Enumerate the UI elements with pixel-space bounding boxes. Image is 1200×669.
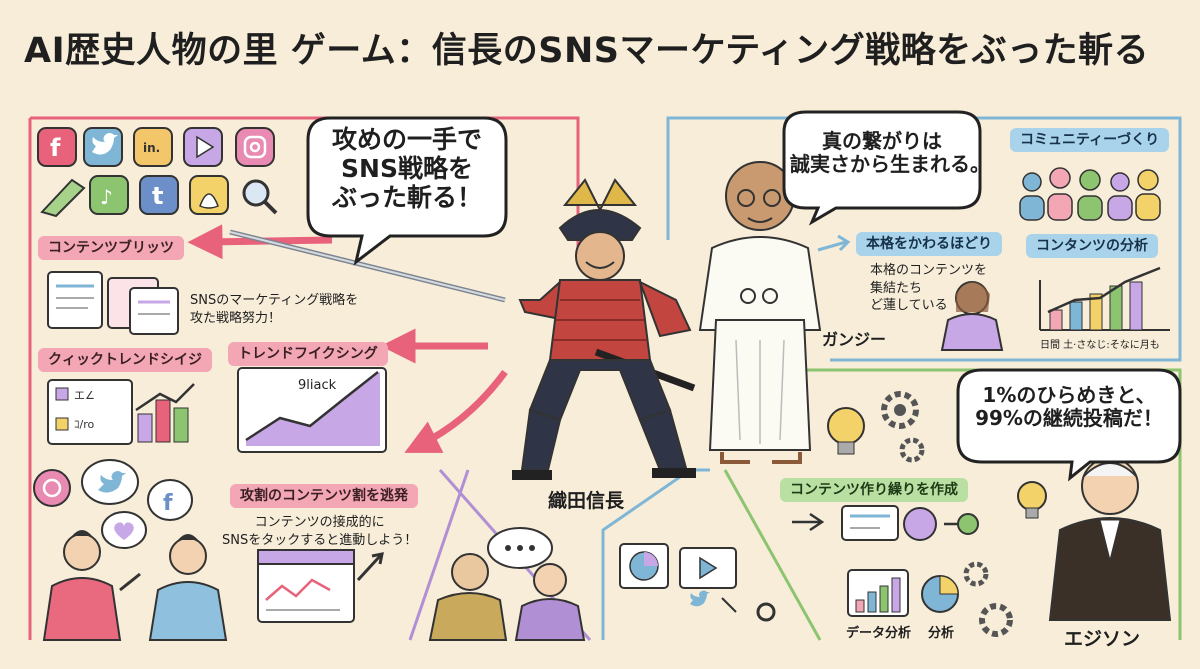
contents-note-line-1: SNSのマーケティング戦略を — [190, 293, 359, 308]
samurai-figures-bottom-left — [42, 530, 228, 641]
tag-honkaku: 本格をかわるほどり — [856, 232, 1002, 256]
attack-note-line-1: コンテンツの接成的に — [254, 515, 385, 530]
facebook-icon — [37, 127, 77, 167]
woman-figure — [940, 281, 1004, 351]
tag-analysis: コンタンツの分析 — [1026, 234, 1158, 258]
edison-illustration — [963, 457, 1172, 637]
edison-panel-border — [790, 368, 1182, 640]
gandhi-speech-line-1: 真の繋がりは — [822, 129, 942, 153]
linkedin-icon — [133, 127, 173, 167]
trend-chart-label: 9liack — [298, 378, 337, 393]
svg-text:♪: ♪ — [100, 185, 113, 209]
attack-note: コンテンツの接成的に SNSをタックすると進動しよう！ — [222, 514, 417, 549]
honkaku-note-line-3: ど蓮している — [870, 298, 948, 314]
analysis-bar-chart-icon — [1039, 266, 1170, 331]
tag-community: コミュニティーづくり — [1010, 128, 1170, 152]
search-icon — [242, 179, 270, 207]
document-stack-icon — [47, 271, 179, 335]
gandhi-panel-border — [666, 116, 1182, 362]
honkaku-note-line-1: 本格のコンテンツを — [870, 263, 988, 278]
arrow-left-3 — [404, 369, 508, 453]
edison-name: エジソン — [1064, 628, 1141, 650]
nobunaga-speech-bubble — [306, 116, 508, 266]
bottom-left-social-bubbles: f — [33, 459, 193, 549]
svg-text:in.: in. — [143, 141, 160, 155]
svg-text:f: f — [163, 491, 173, 516]
nobunaga-speech-line-2: SNS戦略を — [341, 153, 473, 183]
attack-note-line-2: SNSをタックすると進動しよう！ — [222, 532, 418, 548]
nobunaga-name: 織田信長 — [548, 490, 625, 512]
nobunaga-illustration — [229, 178, 696, 480]
nobunaga-speech: 攻めの一手で SNS戦略を ぶった斬る！ — [314, 125, 500, 212]
nobunaga-speech-line-3: ぶった斬る！ — [331, 182, 482, 212]
trend-chart-icon — [237, 367, 387, 453]
social-icon-grid: f in. ♪ t — [37, 127, 278, 218]
community-people-icon — [1019, 167, 1161, 221]
data-analysis-label: データ分析 — [846, 626, 912, 641]
left-panel-border — [30, 116, 580, 258]
tag-quick-trend: クィックトレンドシイジ — [38, 348, 212, 372]
honkaku-note: 本格のコンテンツを 集結たち ど蓮している — [870, 262, 987, 315]
pen-icon — [40, 178, 86, 218]
gandhi-speech-bubble — [782, 110, 982, 226]
tag-create-contents: コンテンツ作り繰りを作成 — [780, 478, 968, 502]
content-creation-flow-icons — [792, 505, 979, 541]
tag-contents-blitz: コンテンツブリッツ — [38, 236, 184, 260]
svg-text:t: t — [152, 182, 163, 210]
lightbulb-gear-icons — [827, 391, 925, 463]
nobunaga-speech-line-1: 攻めの一手で — [331, 125, 482, 154]
gandhi-name: ガンジー — [822, 330, 887, 349]
tag-attack-contents: 攻割のコンテンツ割を逃発 — [230, 484, 418, 508]
svg-text:エ∠: エ∠ — [74, 389, 95, 402]
instagram-icon — [235, 127, 275, 167]
media-icons-bottom-center — [619, 543, 776, 622]
page-title: AI歴史人物の里 ゲーム：信長のSNSマーケティング戦略をぶった斬る — [24, 31, 1150, 71]
edison-speech: 1%のひらめきと、 99%の継続投稿だ！ — [962, 384, 1176, 430]
edison-speech-line-2: 99%の継続投稿だ！ — [975, 406, 1163, 430]
contents-note-line-2: 攻た戦略努力！ — [190, 310, 282, 326]
svg-text:f: f — [50, 134, 61, 162]
analysis-note: 日間 土·さなじ:そなに月も — [1040, 340, 1160, 351]
contents-note: SNSのマーケティング戦略を 攻た戦略努力！ — [190, 292, 358, 327]
tag-trend-fixing: トレンドフイクシング — [228, 342, 388, 366]
svg-text:ｺ/ro: ｺ/ro — [74, 418, 94, 431]
gandhi-speech: 真の繋がりは 誠実さから生まれる。 — [790, 129, 990, 176]
edison-speech-bubble — [956, 368, 1182, 482]
edison-speech-line-1: 1%のひらめきと、 — [982, 383, 1156, 407]
analysis-label: 分析 — [928, 626, 955, 641]
browser-window-icon — [257, 549, 384, 623]
checklist-chart-icon: エ∠ ｺ/ro — [47, 379, 195, 445]
data-analysis-chart-icon — [847, 569, 959, 617]
tumblr-icon — [139, 175, 179, 215]
tiktok-icon — [89, 175, 129, 215]
figures-bottom-middle — [428, 527, 586, 641]
honkaku-note-line-2: 集結たち — [870, 280, 923, 296]
gandhi-speech-line-2: 誠実さから生まれる。 — [790, 152, 990, 176]
